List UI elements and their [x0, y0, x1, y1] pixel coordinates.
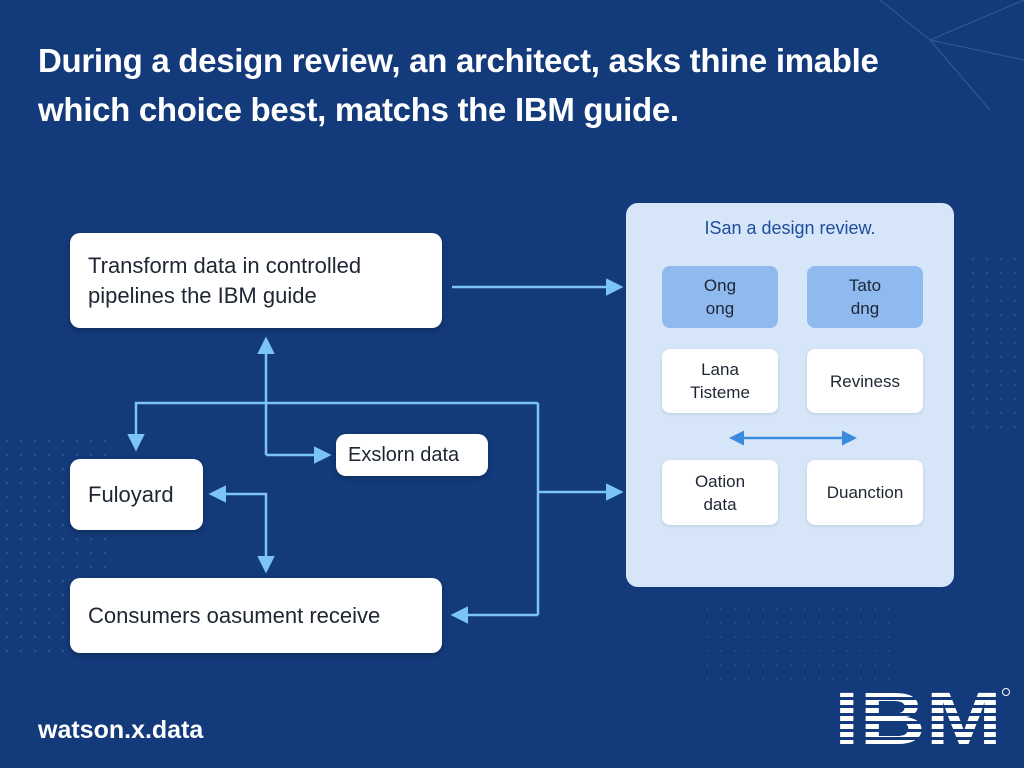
- consumers-label: Consumers oasument receive: [88, 602, 381, 628]
- fuloyard-box[interactable]: Fuloyard: [70, 459, 203, 530]
- panel-tile-4[interactable]: Reviness: [807, 349, 923, 413]
- tile-1-line-1: Ong: [703, 276, 737, 295]
- tile-1-line-2: ong: [705, 299, 735, 318]
- panel-tile-1[interactable]: Ong ong: [662, 266, 778, 328]
- tile-4-label: Reviness: [830, 371, 900, 391]
- tile-2-line-1: Tato: [848, 276, 882, 295]
- tile-5-line-2: data: [703, 494, 737, 514]
- headline-line-1: During a design review, an architect, as…: [38, 42, 879, 79]
- headline: During a design review, an architect, as…: [38, 36, 938, 134]
- explore-label: Exslorn data: [348, 444, 460, 466]
- ibm-logo: IBM: [834, 684, 1010, 748]
- svg-text:IBM: IBM: [834, 684, 1002, 748]
- tile-5-line-1: Oation: [694, 471, 746, 491]
- tile-3-line-2: Tisteme: [690, 383, 750, 402]
- transform-line-2: pipelines the IBM guide: [88, 282, 317, 308]
- transform-data-box[interactable]: Transform data in controlled pipelines t…: [70, 233, 442, 328]
- tile-6-label: Duanction: [826, 483, 904, 502]
- panel-tile-5[interactable]: Oation data: [662, 460, 778, 525]
- panel-title: ISan a design review.: [704, 218, 876, 238]
- bidirectional-arrow-icon: [729, 430, 857, 446]
- panel-tile-6[interactable]: Duanction: [807, 460, 923, 525]
- tile-3-line-1: Lana: [701, 360, 739, 379]
- arrow-fuloyard-consumers: [208, 485, 275, 574]
- watsonx-data-brand: watson.x.data: [38, 716, 204, 744]
- consumers-box[interactable]: Consumers oasument receive: [70, 578, 442, 653]
- headline-line-2: which choice best, matchs the IBM guide.: [38, 91, 679, 128]
- transform-line-1: Transform data in controlled: [88, 252, 362, 278]
- fuloyard-label: Fuloyard: [88, 481, 174, 507]
- panel-tile-2[interactable]: Tato dng: [807, 266, 923, 328]
- explore-data-box[interactable]: Exslorn data: [336, 434, 488, 476]
- tile-2-line-2: dng: [850, 299, 880, 318]
